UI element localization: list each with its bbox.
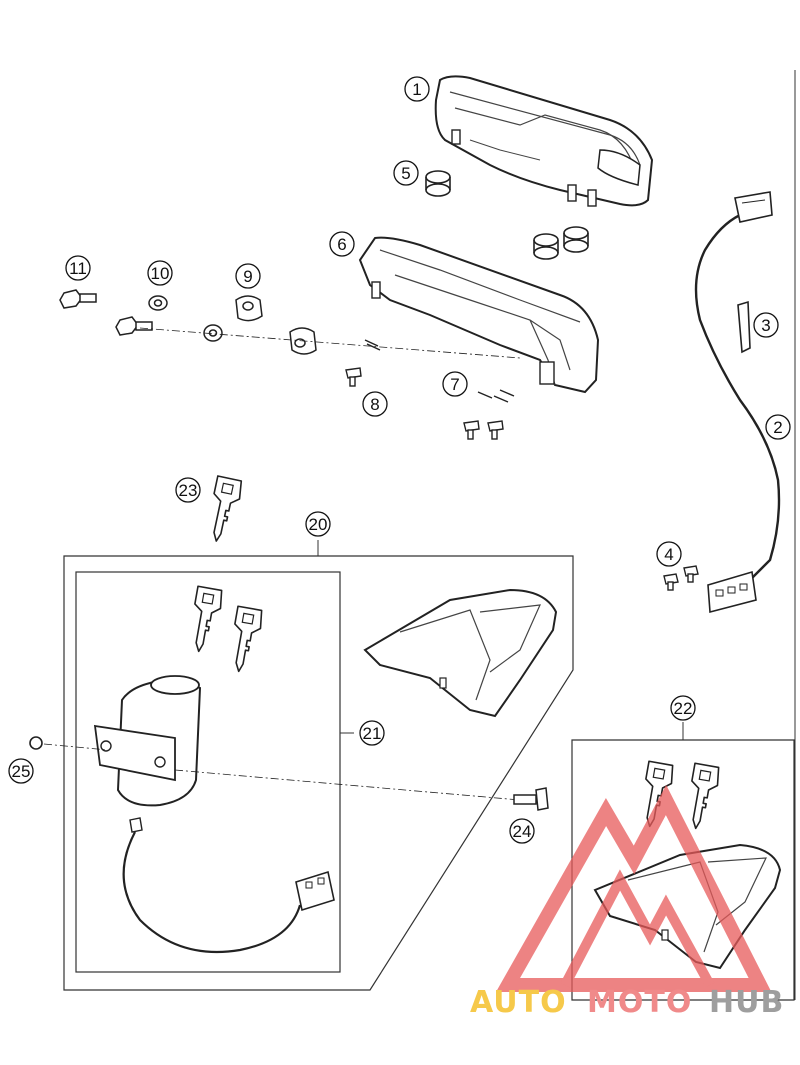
callout-23: 23: [175, 477, 201, 503]
ignition-lock: [93, 675, 335, 954]
callout-11: 11: [65, 255, 91, 281]
callout-1: 1: [404, 76, 430, 102]
callout-24: 24: [509, 818, 535, 844]
svg-text:HUB: HUB: [709, 985, 784, 1020]
callout-5: 5: [393, 160, 419, 186]
svg-text:3: 3: [761, 316, 770, 335]
key-21a: [186, 585, 225, 655]
callout-8: 8: [362, 391, 388, 417]
svg-text:2: 2: [773, 418, 782, 437]
kit-22-frame: [571, 739, 795, 1001]
rubber-grommets: [425, 170, 589, 260]
svg-text:10: 10: [151, 264, 170, 283]
ring-leader: [43, 743, 109, 751]
callout-2: 2: [765, 414, 791, 440]
watermark-logo: [495, 784, 772, 992]
screws-part7: [463, 389, 515, 440]
bolt-leader: [174, 769, 521, 801]
instrument-cluster: [434, 75, 654, 207]
svg-text:1: 1: [412, 80, 421, 99]
svg-text:5: 5: [401, 164, 410, 183]
screws-part8: [345, 339, 381, 387]
bolt-24: [513, 787, 549, 811]
key-22b: [683, 762, 722, 832]
svg-text:MOTO: MOTO: [587, 985, 692, 1020]
screws-part4: [663, 565, 699, 591]
assembly-axis: [139, 327, 521, 359]
kit-21-frame: [75, 571, 341, 973]
svg-text:20: 20: [309, 515, 328, 534]
callout-20: 20: [305, 511, 331, 537]
watermark-text: AUTO MOTO HUB: [470, 985, 784, 1020]
svg-text:24: 24: [513, 822, 532, 841]
callout-3: 3: [753, 312, 779, 338]
svg-text:11: 11: [69, 259, 87, 278]
callout-7: 7: [442, 371, 468, 397]
headlight-mask-20: [363, 588, 558, 718]
callout-6: 6: [329, 231, 355, 257]
svg-text:9: 9: [243, 267, 252, 286]
svg-text:4: 4: [664, 545, 673, 564]
svg-text:8: 8: [370, 395, 379, 414]
fastener-set: [59, 289, 317, 355]
callout-22: 22: [670, 695, 696, 721]
o-ring-25: [29, 736, 43, 750]
callout-9: 9: [235, 263, 261, 289]
cluster-bracket: [358, 236, 600, 394]
key-23: [203, 475, 245, 545]
wiring-harness: [694, 191, 781, 614]
svg-text:21: 21: [363, 724, 382, 743]
callout-21: 21: [359, 720, 385, 746]
kit-20-frame: [63, 555, 574, 991]
cable-strap: [737, 300, 751, 354]
svg-text:7: 7: [450, 375, 459, 394]
svg-text:22: 22: [674, 699, 693, 718]
key-21b: [226, 605, 265, 675]
callout-25: 25: [8, 758, 34, 784]
svg-text:23: 23: [179, 481, 198, 500]
callout-4: 4: [656, 541, 682, 567]
svg-text:AUTO: AUTO: [470, 985, 567, 1020]
svg-text:25: 25: [12, 762, 31, 781]
svg-text:6: 6: [337, 235, 346, 254]
callout-10: 10: [147, 260, 173, 286]
